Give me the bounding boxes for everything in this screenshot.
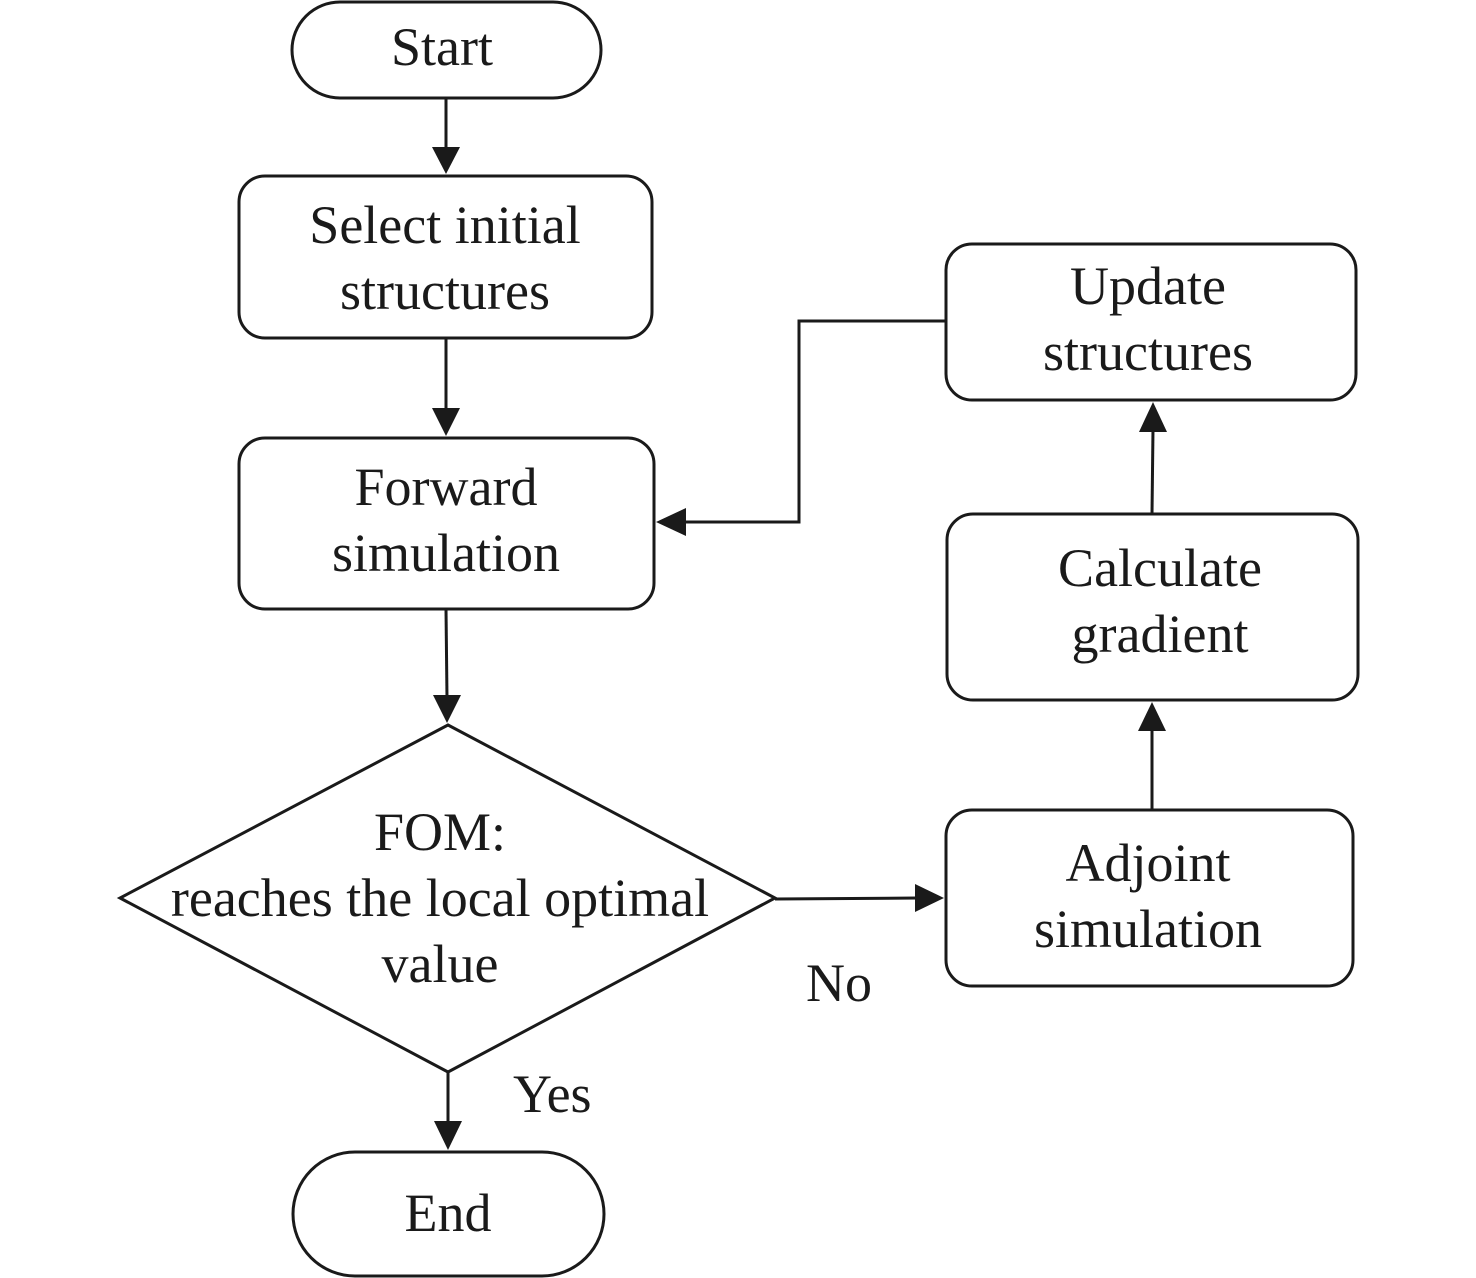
forward-node-label: Forward simulation	[332, 454, 560, 586]
forward-node-text-line-2: simulation	[332, 523, 560, 583]
adjoint-node-text-line-1: Adjoint	[1065, 833, 1231, 893]
arrowhead-decision-to-adjoint	[915, 884, 944, 912]
yes-edge-label: Yes	[513, 1064, 592, 1124]
select-node-label: Select initial structures	[309, 192, 580, 324]
forward-node-text-line-1: Forward	[354, 457, 538, 517]
decision-node-label: FOM: reaches the local optimal value	[171, 799, 709, 997]
adjoint-node-label: Adjoint simulation	[1034, 830, 1262, 962]
arrowhead-gradient-to-update	[1139, 402, 1167, 432]
update-node-text-line-2: structures	[1043, 322, 1253, 382]
arrowhead-select-to-forward	[432, 408, 460, 436]
gradient-node-label: Calculate gradient	[1058, 535, 1262, 667]
decision-node-text-line-2: reaches the local optimal	[170, 868, 710, 928]
decision-node-text-line-1: FOM:	[373, 802, 507, 862]
end-node-label: End	[405, 1180, 492, 1246]
gradient-node-text-line-2: gradient	[1071, 604, 1249, 664]
gradient-node-text-line-1: Calculate	[1058, 538, 1262, 598]
no-edge-label: No	[806, 953, 872, 1013]
update-node-label: Update structures	[1043, 253, 1253, 385]
arrowhead-start-to-select	[432, 147, 460, 174]
arrowhead-update-to-forward	[656, 508, 686, 536]
edge-update-to-forward	[683, 319, 946, 524]
select-node-text-line-2: structures	[340, 261, 550, 321]
select-node-text-line-1: Select initial	[309, 195, 581, 255]
edge-forward-to-decision	[444, 608, 449, 699]
end-node-shape	[291, 1150, 606, 1278]
update-node-text-line-1: Update	[1070, 256, 1226, 316]
arrowhead-forward-to-decision	[433, 695, 461, 723]
adjoint-node-shape	[944, 808, 1355, 988]
arrowhead-decision-to-end	[434, 1121, 462, 1150]
edge-gradient-to-update	[1150, 428, 1155, 515]
decision-node-text-line-3: value	[381, 934, 499, 994]
edge-decision-to-adjoint	[774, 896, 919, 901]
start-node-text: Start	[391, 17, 493, 77]
end-node-text: End	[404, 1183, 492, 1243]
adjoint-node-text-line-2: simulation	[1034, 899, 1262, 959]
arrowhead-adjoint-to-gradient	[1138, 702, 1166, 731]
start-node-label: Start	[391, 14, 493, 80]
